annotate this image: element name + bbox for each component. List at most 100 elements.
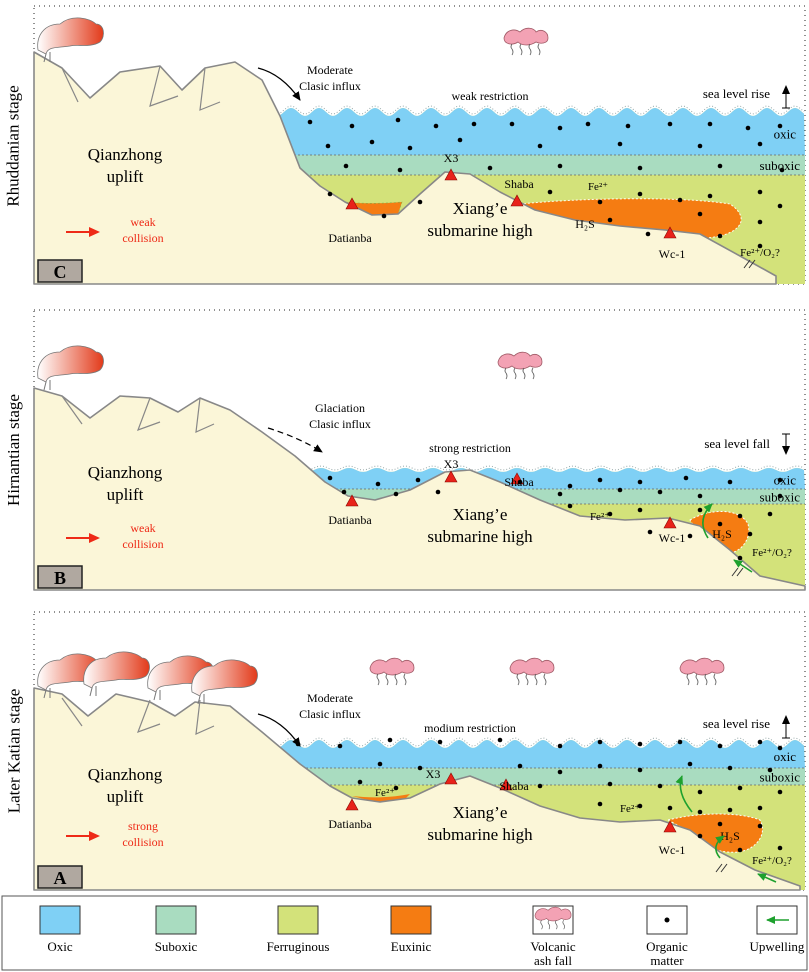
legend-item: Oxic <box>39 905 81 954</box>
landmass <box>33 687 801 891</box>
influx-label: Clasic influx <box>309 417 371 431</box>
site-wc1-marker <box>663 516 677 529</box>
legend-label: Suboxic <box>155 939 198 954</box>
fe-o2-label: Fe²⁺/O₂? <box>752 855 792 867</box>
organic-dot-icon <box>597 199 603 205</box>
organic-dot-icon <box>509 121 515 127</box>
legend-label: matter <box>650 953 684 968</box>
fault-mark <box>743 259 756 269</box>
organic-dot-icon <box>375 481 381 487</box>
h2s-label: H₂S <box>575 217 595 231</box>
organic-dot-icon <box>645 231 651 237</box>
uplift-label: uplift <box>107 485 144 504</box>
organic-dot-icon <box>369 139 375 145</box>
legend-label: ash fall <box>534 953 572 968</box>
organic-dot-icon <box>677 197 683 203</box>
organic-dot-icon <box>327 475 333 481</box>
site-shaba-marker <box>510 194 524 207</box>
organic-dot-icon <box>683 475 689 481</box>
organic-dot-icon <box>757 805 763 811</box>
organic-dot-icon <box>637 803 643 809</box>
organic-dot-icon <box>433 123 439 129</box>
organic-dot-icon <box>697 211 703 217</box>
organic-dot-icon <box>597 739 603 745</box>
fault-mark <box>731 567 744 577</box>
organic-dot-icon <box>697 143 703 149</box>
organic-dot-icon <box>567 483 573 489</box>
organic-dot-icon <box>607 217 613 223</box>
site-x3-marker <box>444 168 458 181</box>
influx-label: Moderate <box>307 63 353 77</box>
legend-item: Euxinic <box>390 905 432 954</box>
influx-label: Glaciation <box>315 401 365 415</box>
organic-dot-icon <box>737 785 743 791</box>
organic-dot-icon <box>757 219 763 225</box>
organic-dot-icon <box>777 477 783 483</box>
site-x3-marker <box>444 470 458 483</box>
landmass <box>33 387 806 591</box>
organic-dot-icon <box>537 783 543 789</box>
oxic-layer <box>270 108 805 155</box>
organic-dot-icon <box>747 531 753 537</box>
legend-label: Ferruginous <box>267 939 330 954</box>
organic-dot-icon <box>757 823 763 829</box>
fault-mark <box>715 863 728 873</box>
organic-dot-icon <box>387 737 393 743</box>
organic-dot-icon <box>657 783 663 789</box>
uplift-label: Qianzhong <box>88 765 163 784</box>
organic-dot-icon <box>757 243 763 249</box>
organic-dot-icon <box>517 479 523 485</box>
organic-dot-icon <box>707 193 713 199</box>
site-datianba-label: Datianba <box>328 513 372 527</box>
oxic-label: oxic <box>774 749 797 764</box>
legend-label: Volcanic <box>530 939 575 954</box>
site-wc1-marker <box>663 820 677 833</box>
submarine-high-label: Xiang’e <box>453 199 508 218</box>
uplift-label: uplift <box>107 167 144 186</box>
upwelling-arrow-icon <box>715 835 725 859</box>
site-datianba-label: Datianba <box>328 231 372 245</box>
organic-dot-icon <box>617 487 623 493</box>
volcano-icon <box>37 345 104 391</box>
organic-dot-icon <box>777 493 783 499</box>
panel-frame <box>33 5 806 285</box>
organic-dot-icon <box>557 125 563 131</box>
legend-swatch <box>390 905 432 935</box>
organic-dot-icon <box>757 141 763 147</box>
organic-dot-icon <box>737 555 743 561</box>
organic-dot-icon <box>697 493 703 499</box>
fe-label: Fe²⁺ <box>620 803 640 815</box>
fe-label: Fe²⁺ <box>375 787 395 799</box>
influx-label: Clasic influx <box>299 79 361 93</box>
volcanic-ash-icon <box>534 906 572 930</box>
uplift-label: Qianzhong <box>88 463 163 482</box>
organic-dot-icon <box>585 121 591 127</box>
organic-dot-icon <box>667 121 673 127</box>
volcano-icon <box>83 651 150 697</box>
volcanic-ash-icon <box>503 27 549 56</box>
mountain-ridge <box>61 67 79 103</box>
legend-swatch <box>39 905 81 935</box>
organic-dot-icon <box>664 917 670 923</box>
organic-dot-icon <box>337 743 343 749</box>
site-wc1-label: Wc-1 <box>659 843 686 857</box>
organic-dot-icon <box>717 821 723 827</box>
organic-dot-icon <box>647 529 653 535</box>
organic-dot-icon <box>343 163 349 169</box>
influx-arrow <box>257 713 301 747</box>
legend-label: Oxic <box>47 939 73 954</box>
panel-label-box <box>37 259 83 283</box>
legend-item: Ferruginous <box>267 905 330 954</box>
site-x3-marker <box>444 772 458 785</box>
organic-dot-icon <box>349 123 355 129</box>
organic-dot-icon <box>779 167 785 173</box>
sea-surface <box>269 737 805 747</box>
fe-label: Fe²⁺ <box>588 181 608 193</box>
organic-dot-icon <box>471 121 477 127</box>
organic-dot-icon <box>381 213 387 219</box>
organic-dot-icon <box>727 807 733 813</box>
